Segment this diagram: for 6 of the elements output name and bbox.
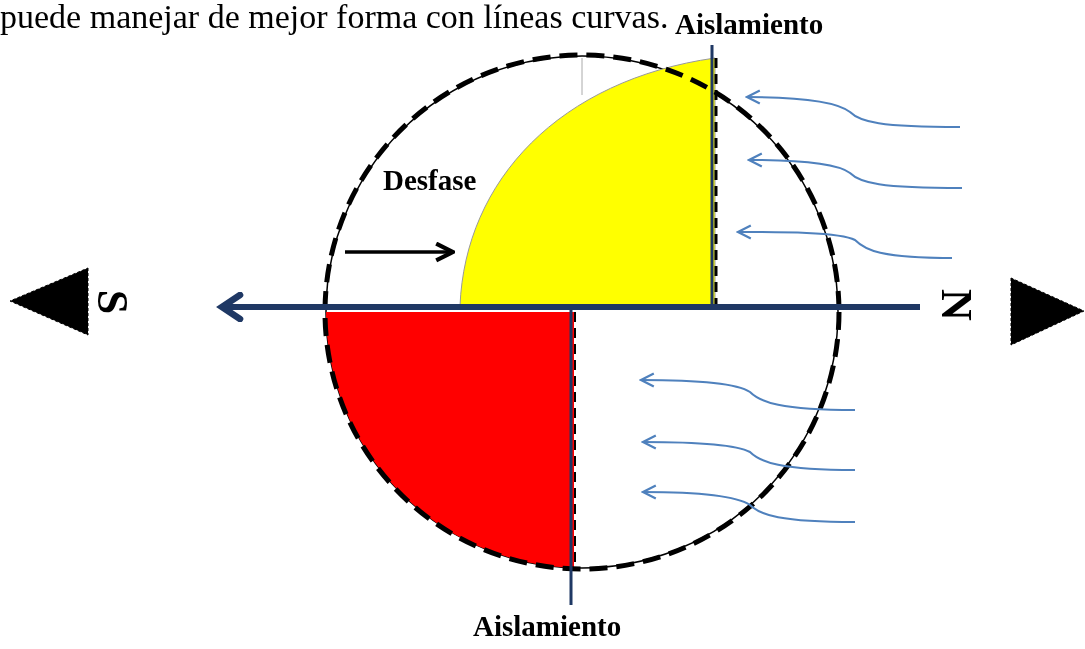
phase-shift-label: Desfase <box>383 166 477 195</box>
insulation-label: Aislamiento <box>473 612 622 641</box>
note-text: puede manejar de mejor forma con líneas curvas. <box>0 0 669 34</box>
insulation-label: Aislamiento <box>675 10 824 39</box>
south-label: S <box>90 289 135 315</box>
north-label: N <box>933 289 978 321</box>
